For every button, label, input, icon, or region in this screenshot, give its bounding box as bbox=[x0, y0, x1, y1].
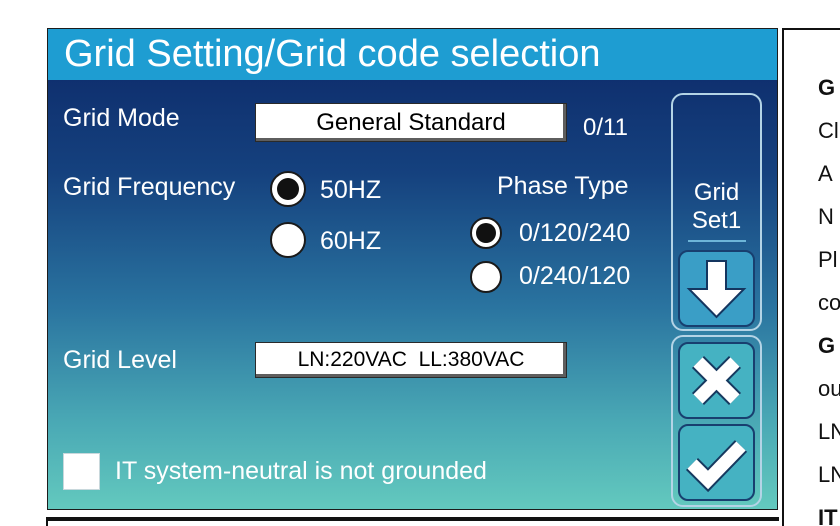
page-indicator-line1: Grid bbox=[693, 179, 740, 206]
side-note-line: LN bbox=[818, 462, 840, 487]
grid-setting-panel: Grid Setting/Grid code selection Grid Mo… bbox=[47, 28, 778, 510]
it-system-checkbox[interactable] bbox=[63, 453, 100, 490]
grid-mode-label: Grid Mode bbox=[63, 104, 180, 132]
page-indicator-line2: Set1 bbox=[691, 207, 742, 234]
side-note-panel: G Cl A N Pl co G ou LN LN IT bbox=[782, 28, 840, 526]
side-note-line: A bbox=[818, 161, 833, 186]
it-system-label: IT system-neutral is not grounded bbox=[115, 457, 487, 485]
side-note-line: Pl bbox=[818, 247, 838, 272]
radio-phase-0-120-240[interactable] bbox=[470, 217, 502, 249]
grid-level-label: Grid Level bbox=[63, 346, 177, 374]
side-note-line: LN bbox=[818, 419, 840, 444]
cancel-button[interactable] bbox=[678, 342, 755, 419]
grid-level-field[interactable]: LN:220VAC LL:380VAC bbox=[255, 342, 567, 378]
page-title: Grid Setting/Grid code selection bbox=[64, 33, 601, 75]
check-icon bbox=[685, 440, 748, 493]
close-icon bbox=[691, 355, 742, 406]
side-note-line: G bbox=[818, 75, 836, 100]
action-buttons-box bbox=[671, 335, 762, 507]
page-indicator-underline bbox=[688, 240, 746, 242]
side-note-line: IT bbox=[818, 505, 838, 526]
arrow-down-icon bbox=[686, 260, 747, 319]
radio-50hz-label: 50HZ bbox=[320, 176, 382, 204]
side-note-line: ou bbox=[818, 376, 840, 401]
phase-type-label: Phase Type bbox=[497, 172, 629, 200]
radio-phase-0-240-120-label: 0/240/120 bbox=[519, 262, 631, 290]
title-bar: Grid Setting/Grid code selection bbox=[48, 29, 777, 80]
side-note-line: G bbox=[818, 333, 836, 358]
side-note-line: N bbox=[818, 204, 834, 229]
page-indicator-box: Grid Set1 bbox=[671, 93, 762, 331]
radio-phase-0-120-240-label: 0/120/240 bbox=[519, 219, 631, 247]
radio-60hz-label: 60HZ bbox=[320, 227, 382, 255]
confirm-button[interactable] bbox=[678, 424, 755, 501]
next-page-button[interactable] bbox=[678, 250, 755, 327]
radio-50hz[interactable] bbox=[270, 171, 306, 207]
radio-60hz[interactable] bbox=[270, 222, 306, 258]
radio-phase-0-240-120[interactable] bbox=[470, 261, 502, 293]
grid-frequency-label: Grid Frequency bbox=[63, 173, 236, 201]
side-note-line: Cl bbox=[818, 118, 839, 143]
side-note-line: co bbox=[818, 290, 840, 315]
grid-mode-field[interactable]: General Standard bbox=[255, 103, 567, 142]
bottom-frame-edge bbox=[46, 517, 779, 526]
grid-mode-index: 0/11 bbox=[583, 114, 628, 141]
